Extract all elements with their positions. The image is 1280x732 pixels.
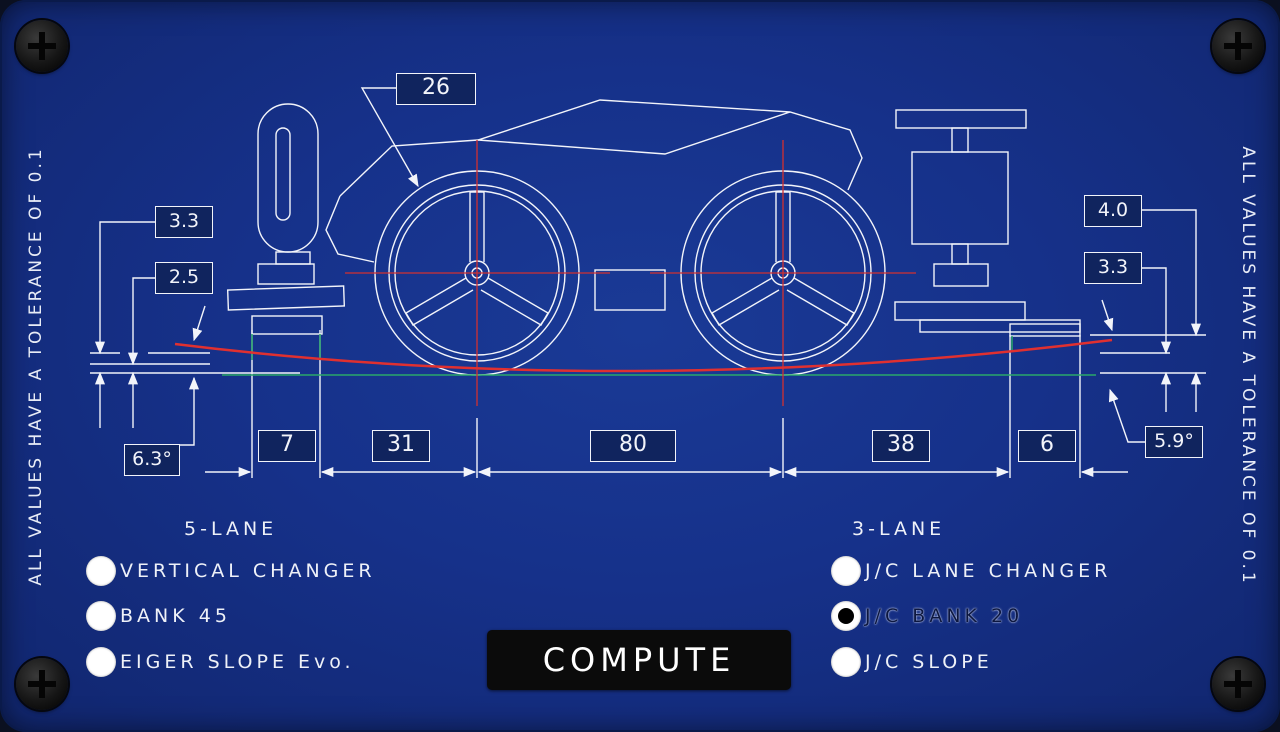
screw-icon	[1212, 20, 1264, 72]
guide-roller	[257, 103, 319, 253]
option-label: BANK 45	[120, 605, 231, 627]
option-label: J/C BANK 20	[865, 605, 1024, 627]
motor-box	[594, 269, 666, 311]
radio-selected-dot	[838, 608, 854, 624]
dim-left-height-outer: 3.3	[155, 206, 213, 238]
radio-icon[interactable]	[86, 601, 116, 631]
dim-right-height-inner: 3.3	[1084, 252, 1142, 284]
dim-left-height-inner: 2.5	[155, 262, 213, 294]
option-jc-slope[interactable]: J/C SLOPE	[831, 647, 993, 677]
group-title-5-lane: 5-LANE	[184, 518, 278, 540]
screw-icon	[16, 658, 68, 710]
option-vertical-changer[interactable]: VERTICAL CHANGER	[86, 556, 376, 586]
dim-right-angle: 5.9°	[1145, 426, 1203, 458]
car-body-front	[325, 195, 375, 263]
screw-icon	[1212, 658, 1264, 710]
wheel-center-lines	[345, 140, 916, 406]
option-bank-45[interactable]: BANK 45	[86, 601, 231, 631]
screw-icon	[16, 20, 68, 72]
group-title-3-lane: 3-LANE	[852, 518, 946, 540]
option-label: J/C SLOPE	[865, 651, 993, 673]
option-label: VERTICAL CHANGER	[120, 560, 376, 582]
dim-left-margin: 7	[258, 430, 316, 462]
dim-left-angle: 6.3°	[124, 444, 180, 476]
car-body-window	[477, 111, 791, 155]
dim-left-gap: 31	[372, 430, 430, 462]
radio-icon[interactable]	[831, 556, 861, 586]
dim-right-height-outer: 4.0	[1084, 195, 1142, 227]
option-jc-lane-changer[interactable]: J/C LANE CHANGER	[831, 556, 1111, 586]
dim-right-margin: 6	[1018, 430, 1076, 462]
car-body-outline	[339, 99, 863, 197]
dim-wheelbase: 80	[590, 430, 676, 462]
track-baseline	[222, 334, 1096, 376]
option-label: J/C LANE CHANGER	[865, 560, 1112, 582]
radio-icon[interactable]	[831, 647, 861, 677]
radio-icon[interactable]	[86, 647, 116, 677]
track-curve	[174, 338, 1113, 373]
option-eiger-slope-evo[interactable]: EIGER SLOPE Evo.	[86, 647, 355, 677]
option-jc-bank-20[interactable]: J/C BANK 20	[831, 601, 1023, 631]
option-label: EIGER SLOPE Evo.	[120, 651, 355, 673]
radio-icon[interactable]	[831, 601, 861, 631]
dim-right-gap: 38	[872, 430, 930, 462]
compute-button[interactable]: COMPUTE	[487, 630, 791, 690]
rear-roller-stack	[895, 109, 1027, 129]
radio-icon[interactable]	[86, 556, 116, 586]
dim-wheel-diameter: 26	[396, 73, 476, 105]
